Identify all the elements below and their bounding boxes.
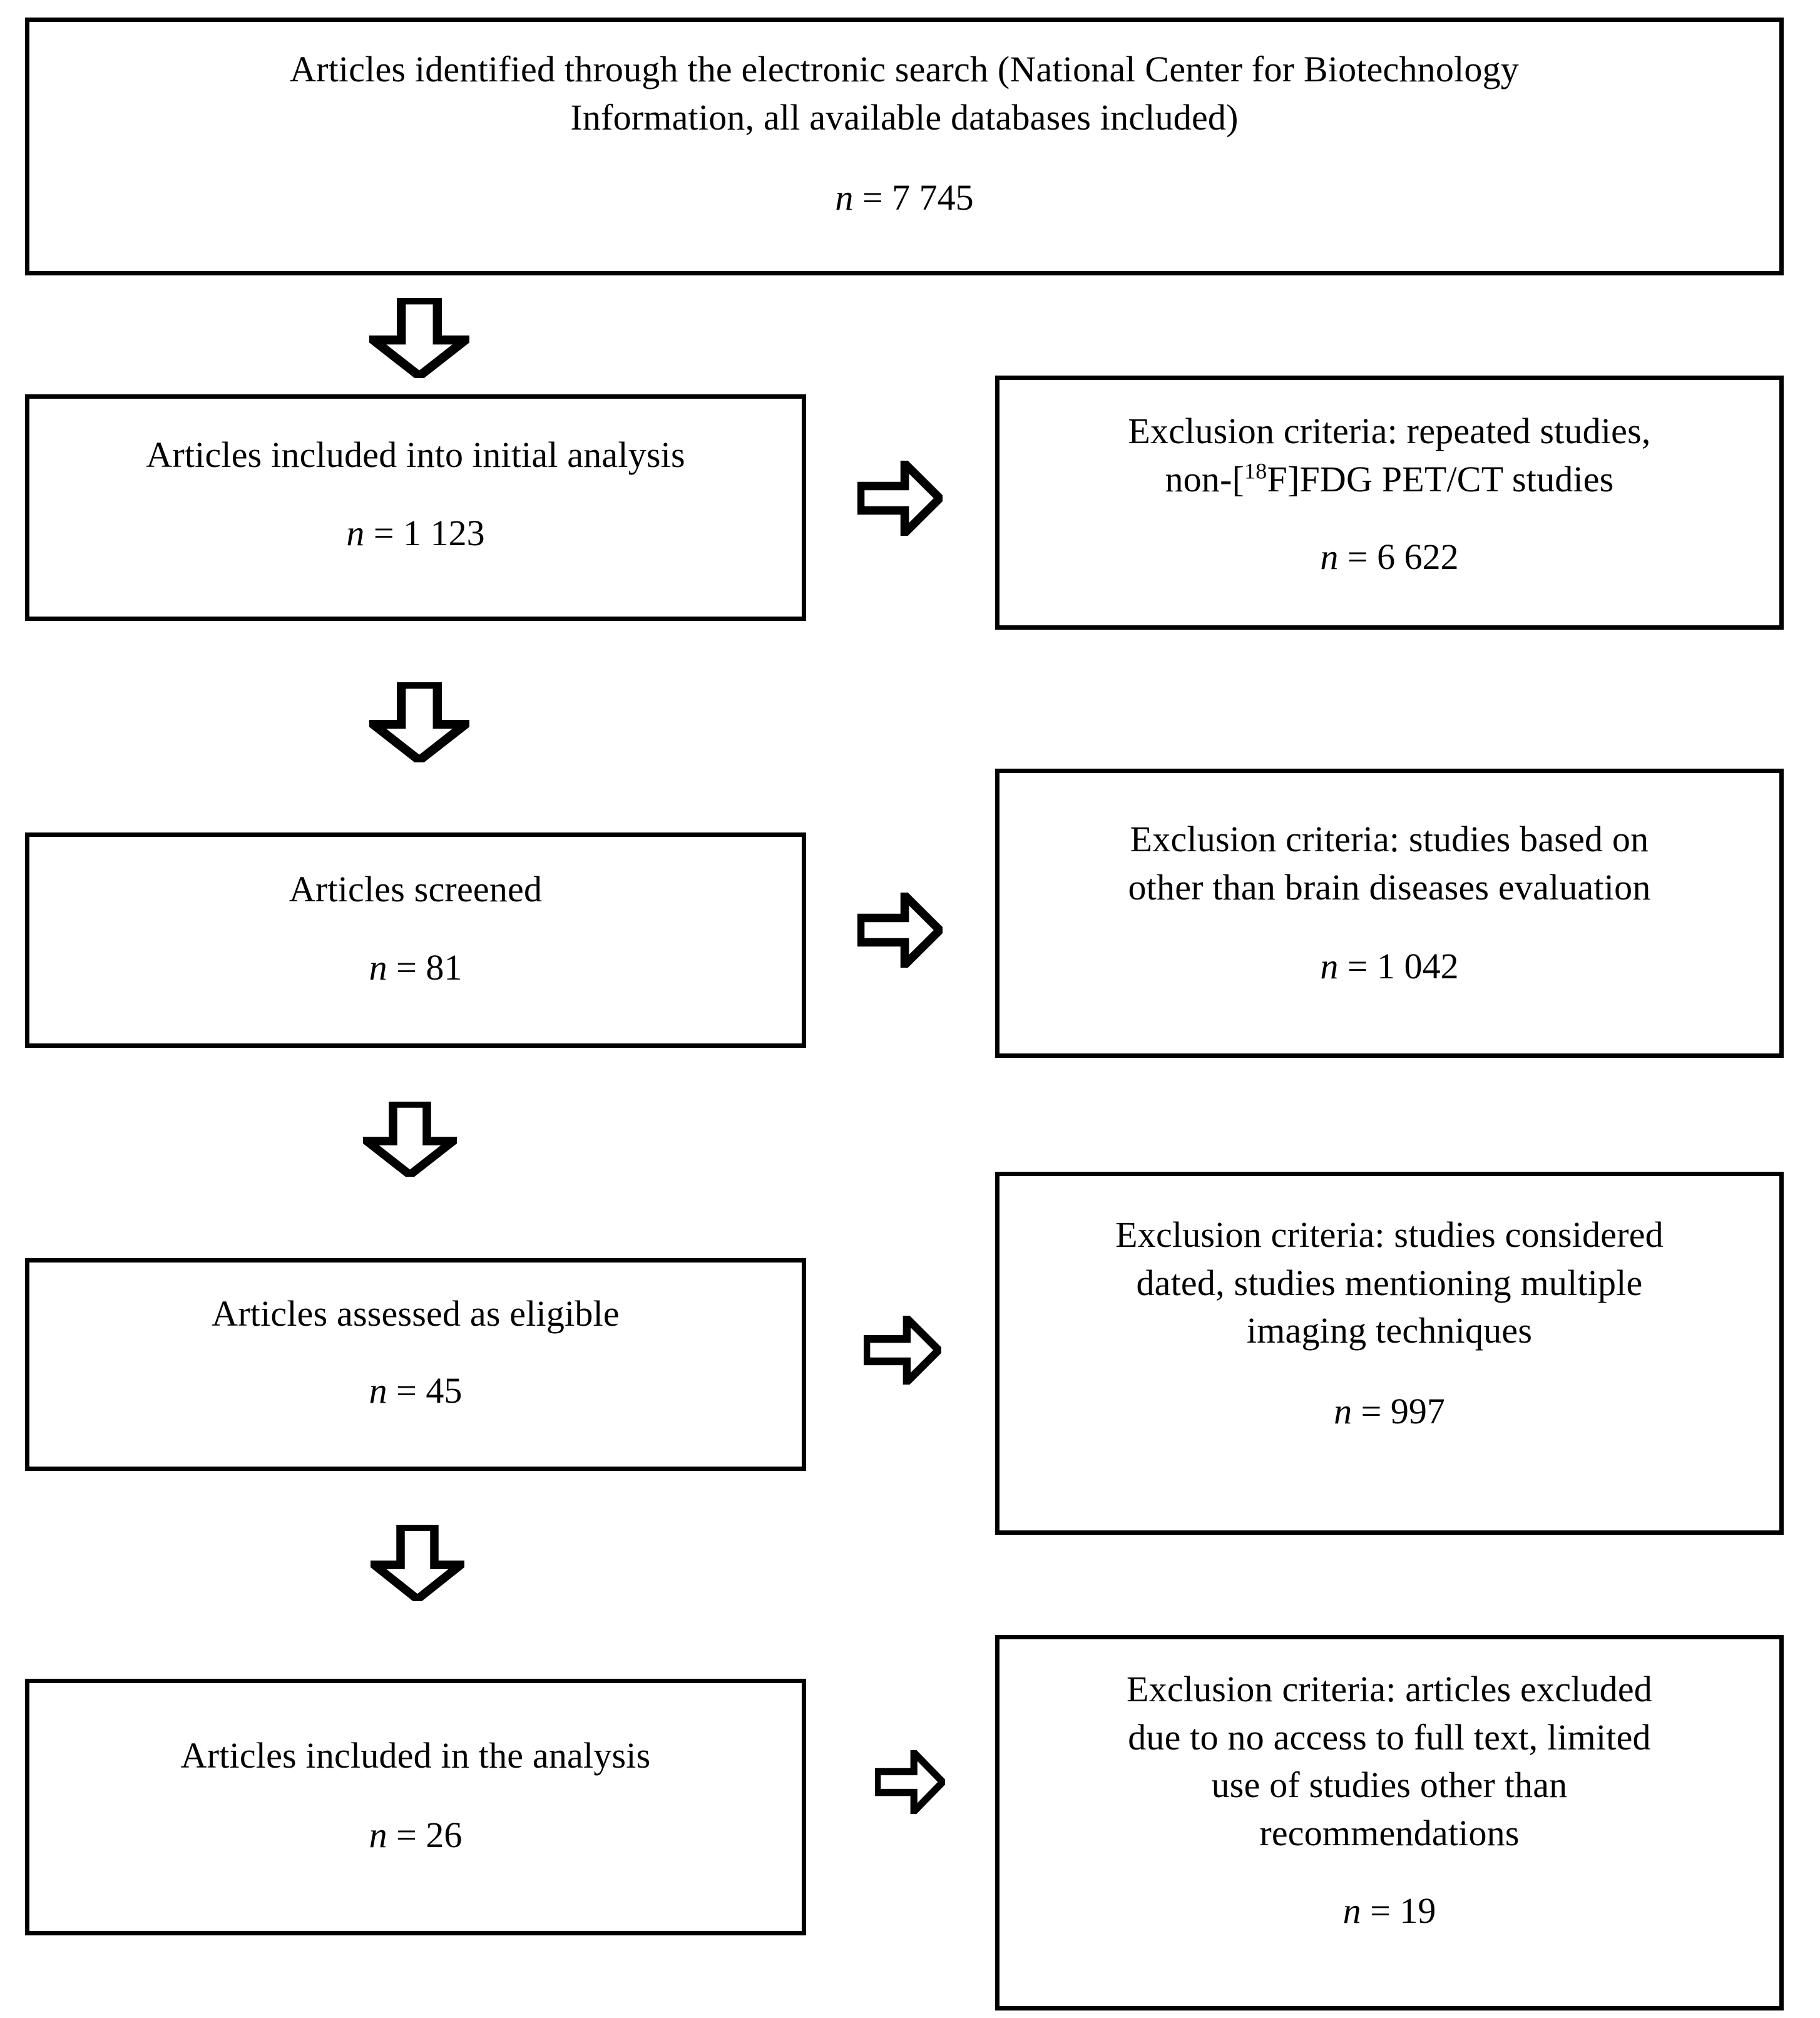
arrow-down-icon (369, 682, 469, 762)
count-value: 997 (1390, 1390, 1445, 1432)
n-symbol: n (369, 1370, 387, 1411)
arrow-right-icon (857, 893, 943, 968)
count-value: 19 (1399, 1890, 1436, 1932)
box-title: Exclusion criteria: studies based on oth… (1128, 819, 1651, 908)
arrow-down-icon (369, 298, 469, 378)
box-exclusion-criteria-4: Exclusion criteria: articles excluded du… (995, 1635, 1784, 2010)
equals-sign: = (387, 1370, 426, 1411)
count-value: 1 042 (1377, 946, 1459, 987)
n-symbol: n (1320, 946, 1339, 987)
n-symbol: n (369, 1814, 387, 1855)
arrow-down-icon (363, 1102, 457, 1177)
count-value: 7 745 (892, 177, 974, 218)
box-title: Articles included in the analysis (180, 1735, 651, 1776)
box-title: Exclusion criteria: repeated studies, no… (1107, 407, 1672, 503)
box-title: Articles assessed as eligible (212, 1293, 620, 1334)
arrow-right-icon (857, 461, 943, 536)
arrow-right-icon (875, 1750, 945, 1814)
equals-sign: = (1352, 1390, 1391, 1432)
box-title-part-2: F]FDG PET/CT studies (1267, 458, 1614, 499)
count-value: 26 (426, 1814, 463, 1855)
box-title: Articles included into initial analysis (146, 434, 685, 475)
box-count: n = 1 123 (346, 510, 484, 558)
equals-sign: = (1338, 946, 1378, 987)
box-title: Exclusion criteria: studies considered d… (1115, 1214, 1664, 1351)
equals-sign: = (387, 1814, 426, 1855)
count-value: 81 (426, 946, 463, 988)
box-count: n = 1 042 (1320, 943, 1458, 991)
box-count: n = 45 (369, 1367, 463, 1415)
count-value: 6 622 (1377, 536, 1459, 578)
box-exclusion-criteria-3: Exclusion criteria: studies considered d… (995, 1172, 1784, 1535)
count-value: 1 123 (403, 512, 485, 553)
box-articles-initial-analysis: Articles included into initial analysis … (25, 394, 806, 621)
box-articles-included-final: Articles included in the analysis n = 26 (25, 1679, 806, 1935)
n-symbol: n (1320, 536, 1339, 578)
equals-sign: = (1361, 1890, 1400, 1932)
box-count: n = 997 (1334, 1388, 1445, 1436)
arrow-down-icon (371, 1525, 464, 1601)
equals-sign: = (853, 177, 892, 218)
isotope-superscript: 18 (1244, 458, 1267, 484)
box-exclusion-criteria-1: Exclusion criteria: repeated studies, no… (995, 376, 1784, 630)
n-symbol: n (835, 177, 854, 218)
arrow-right-icon (864, 1316, 941, 1385)
box-title: Articles screened (289, 869, 543, 909)
box-title: Exclusion criteria: articles excluded du… (1127, 1669, 1652, 1853)
box-count: n = 81 (369, 944, 463, 992)
box-count: n = 19 (1343, 1887, 1436, 1935)
box-count: n = 7 745 (835, 174, 973, 222)
box-count: n = 26 (369, 1811, 463, 1860)
n-symbol: n (1334, 1390, 1352, 1432)
box-count: n = 6 622 (1320, 533, 1458, 581)
equals-sign: = (364, 512, 404, 553)
box-articles-eligible: Articles assessed as eligible n = 45 (25, 1258, 806, 1471)
box-title-part-1: Exclusion criteria: repeated studies, no… (1128, 411, 1651, 499)
box-title: Articles identified through the electron… (290, 49, 1519, 138)
n-symbol: n (1342, 1890, 1361, 1932)
equals-sign: = (387, 946, 426, 988)
n-symbol: n (369, 946, 387, 988)
box-articles-screened: Articles screened n = 81 (25, 832, 806, 1048)
n-symbol: n (346, 512, 365, 553)
count-value: 45 (426, 1370, 463, 1411)
box-exclusion-criteria-2: Exclusion criteria: studies based on oth… (995, 769, 1784, 1058)
equals-sign: = (1338, 536, 1378, 578)
box-articles-identified: Articles identified through the electron… (25, 18, 1784, 275)
